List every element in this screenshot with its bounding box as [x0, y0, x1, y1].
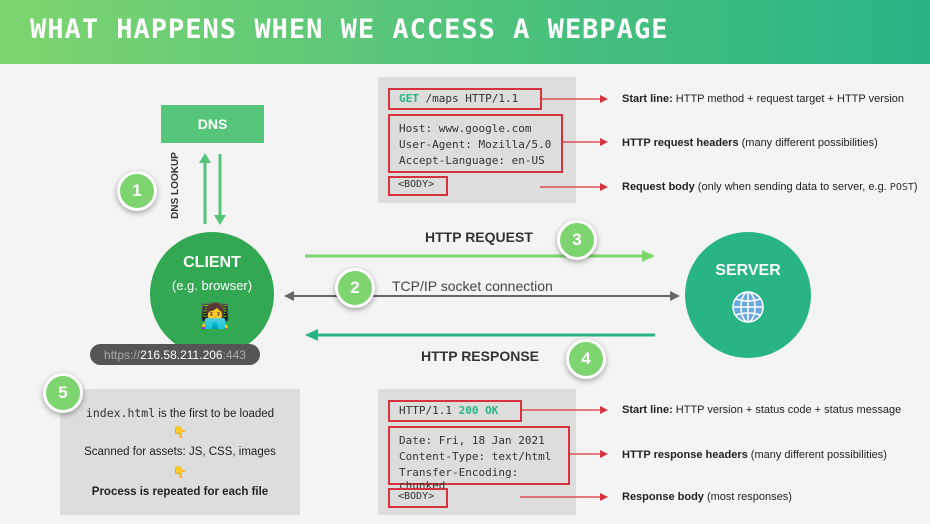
response-header-line: Content-Type: text/html [399, 450, 552, 463]
http-response-label: HTTP RESPONSE [421, 348, 539, 364]
header-banner: WHAT HAPPENS WHEN WE ACCESS A WEBPAGE [0, 0, 930, 64]
request-header-line: Accept-Language: en-US [399, 154, 545, 167]
page-title: WHAT HAPPENS WHEN WE ACCESS A WEBPAGE [30, 14, 669, 45]
request-headers-annotation: HTTP request headers (many different pos… [622, 137, 878, 149]
response-version: HTTP/1.1 [399, 404, 452, 417]
ip-protocol: https:// [104, 347, 141, 362]
server-title: SERVER [715, 262, 781, 279]
request-annotation-arrows [540, 95, 608, 191]
http-request-box: GET /maps HTTP/1.1 Host: www.google.com … [378, 77, 576, 203]
response-start-line: HTTP/1.1 200 OK [388, 400, 522, 422]
request-start-annotation: Start line: HTTP method + request target… [622, 93, 905, 105]
ip-address: 216.58.211.206 [140, 347, 223, 362]
request-method: GET [399, 92, 419, 105]
request-body-tag: <BODY> [398, 179, 435, 190]
client-node: CLIENT (e.g. browser) 👩‍💻 [150, 232, 274, 356]
client-title: CLIENT [183, 254, 241, 271]
step-4-badge: 4 [566, 339, 606, 379]
request-start-line: GET /maps HTTP/1.1 [388, 88, 542, 110]
request-header-line: User-Agent: Mozilla/5.0 [399, 138, 552, 151]
response-body-block: <BODY> [388, 488, 448, 508]
request-header-line: Host: www.google.com [399, 122, 532, 135]
http-request-label: HTTP REQUEST [425, 229, 533, 245]
client-subtitle: (e.g. browser) [171, 278, 253, 293]
request-headers-block: Host: www.google.com User-Agent: Mozilla… [388, 114, 563, 173]
process-line-3: Process is repeated for each file [91, 486, 269, 498]
process-box: index.html is the first to be loaded 👇 S… [60, 389, 300, 515]
request-body-block: <BODY> [388, 176, 448, 196]
step-5-badge: 5 [43, 373, 83, 413]
server-node: SERVER [685, 232, 811, 358]
process-line-1: index.html is the first to be loaded [85, 406, 275, 420]
dns-label: DNS [197, 116, 228, 132]
step-2-badge: 2 [335, 268, 375, 308]
response-status: 200 OK [458, 404, 499, 417]
dns-lookup-label-wrap: DNS LOOKUP [162, 152, 212, 219]
ip-port: :443 [222, 347, 246, 362]
request-body-annotation: Request body (only when sending data to … [622, 181, 918, 193]
dns-box: DNS [161, 105, 264, 143]
response-body-annotation: Response body (most responses) [622, 491, 792, 503]
response-header-line: Date: Fri, 18 Jan 2021 [399, 434, 545, 447]
globe-icon [732, 291, 764, 323]
response-start-annotation: Start line: HTTP version + status code +… [622, 404, 902, 416]
point-down-icon: 👇 [172, 467, 188, 479]
response-body-tag: <BODY> [398, 491, 435, 502]
point-down-icon: 👇 [172, 427, 188, 439]
ip-pill: https://216.58.211.206:443 [90, 344, 260, 365]
step-3-badge: 3 [557, 220, 597, 260]
dns-lookup-label: DNS LOOKUP [169, 152, 181, 219]
response-headers-annotation: HTTP response headers (many different po… [622, 449, 887, 461]
process-line-2: Scanned for assets: JS, CSS, images [84, 446, 276, 458]
response-annotation-arrows [520, 406, 608, 501]
step-1-badge: 1 [117, 171, 157, 211]
technologist-icon: 👩‍💻 [200, 303, 230, 330]
tcp-socket-label: TCP/IP socket connection [392, 278, 553, 294]
request-start-rest: /maps HTTP/1.1 [425, 92, 519, 105]
dns-lookup-arrows [199, 153, 226, 225]
